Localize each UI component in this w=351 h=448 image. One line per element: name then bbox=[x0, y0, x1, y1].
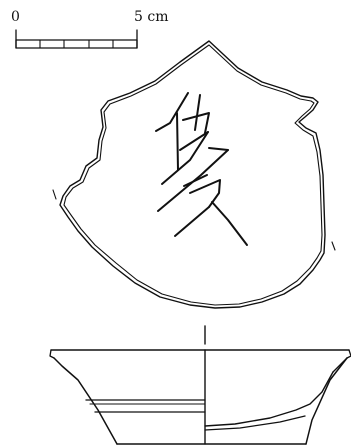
inscription-stroke bbox=[183, 174, 208, 187]
inscription-stroke bbox=[155, 92, 189, 132]
inscription-stroke bbox=[208, 147, 229, 151]
inscription-stroke bbox=[189, 179, 221, 208]
inscription-stroke bbox=[176, 112, 179, 171]
bowl-outer-wall-right bbox=[305, 357, 348, 445]
inscription-stroke bbox=[174, 206, 210, 237]
bowl-profile bbox=[49, 325, 351, 445]
inscription-stroke bbox=[194, 94, 201, 131]
bowl-rim-left bbox=[49, 349, 55, 359]
incised-inscription bbox=[155, 92, 248, 246]
inscription-stroke bbox=[211, 201, 248, 246]
sherd-outline-outer bbox=[59, 40, 326, 309]
scale-bar: 0 5 cm bbox=[11, 9, 168, 49]
inscription-stroke bbox=[182, 112, 210, 134]
sherd-fragment bbox=[52, 40, 336, 309]
bowl-interior-curve bbox=[204, 371, 334, 427]
bowl-rim-right bbox=[346, 349, 351, 359]
inscription-stroke bbox=[179, 131, 209, 151]
sherd-break-mark bbox=[331, 241, 336, 251]
scale-bar-frame bbox=[15, 39, 138, 49]
scale-end-label: 5 cm bbox=[134, 9, 168, 25]
sherd-break-mark bbox=[52, 189, 57, 200]
scale-start-label: 0 bbox=[11, 9, 20, 25]
bowl-outer-wall-left bbox=[53, 357, 118, 445]
sherd-outline-inner bbox=[63, 44, 323, 306]
bowl-interior-curve bbox=[204, 415, 306, 431]
inscription-stroke bbox=[157, 149, 229, 212]
inscription-stroke bbox=[161, 131, 209, 185]
